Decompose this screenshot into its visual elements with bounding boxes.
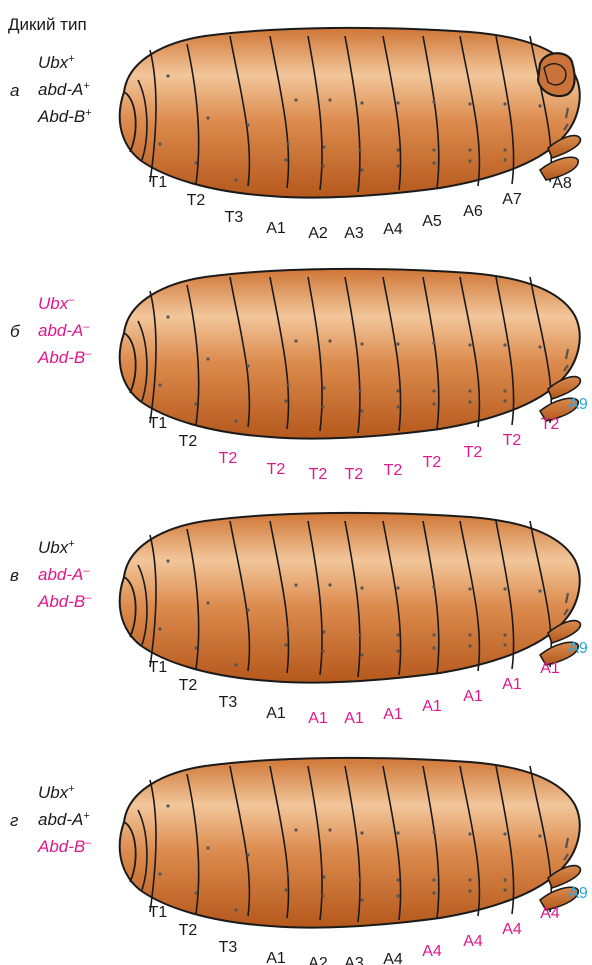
- segment-label: A1: [540, 660, 560, 677]
- gene-label: Ubx+: [38, 53, 75, 72]
- segment-label: T2: [179, 677, 198, 694]
- panel-letter: а: [10, 81, 19, 100]
- segment-label: A4: [422, 943, 442, 960]
- gene-label: Ubx–: [38, 294, 75, 313]
- segment-label: A4: [463, 933, 483, 950]
- segment-label: T1: [149, 415, 168, 432]
- segment-label: T3: [219, 939, 238, 956]
- gene-label: Abd-B–: [37, 348, 92, 367]
- segment-label: T2: [503, 432, 522, 449]
- segment-label: A1: [463, 688, 483, 705]
- segment-label: A9: [568, 885, 588, 902]
- segment-label: T1: [149, 904, 168, 921]
- segment-label: A1: [422, 698, 442, 715]
- segment-label: A1: [344, 710, 364, 727]
- panel-letter: г: [10, 811, 18, 830]
- segment-label: A2: [308, 955, 328, 965]
- segment-label: A3: [344, 955, 364, 965]
- segment-label: A5: [422, 213, 442, 230]
- segment-label: A2: [308, 225, 328, 242]
- segment-label: A4: [540, 905, 560, 922]
- segment-label: A1: [502, 676, 522, 693]
- segment-label: A1: [266, 950, 286, 965]
- panel-letter: б: [10, 322, 21, 341]
- gene-label: Abd-B–: [37, 592, 92, 611]
- larva-illustration: [120, 513, 581, 683]
- segment-label: T2: [267, 461, 286, 478]
- segment-label: T2: [179, 922, 198, 939]
- segment-label: T2: [464, 444, 483, 461]
- segment-label: T2: [309, 466, 328, 483]
- gene-label: Ubx+: [38, 783, 75, 802]
- segment-label: A1: [266, 705, 286, 722]
- segment-label: A3: [344, 225, 364, 242]
- gene-label: abd-A+: [38, 80, 90, 99]
- gene-label: abd-A–: [38, 321, 90, 340]
- segment-label: T3: [219, 694, 238, 711]
- segment-label: T1: [149, 659, 168, 676]
- segment-label: A4: [383, 951, 403, 965]
- panel-letter: в: [10, 566, 19, 585]
- gene-label: Abd-B+: [37, 107, 92, 126]
- segment-label: T2: [541, 416, 560, 433]
- larva-illustration: [120, 28, 581, 198]
- segment-label: T2: [384, 462, 403, 479]
- segment-label: T2: [219, 450, 238, 467]
- segment-label: A4: [383, 221, 403, 238]
- segment-label: A4: [502, 921, 522, 938]
- segment-label: T2: [187, 192, 206, 209]
- segment-label: A9: [568, 396, 588, 413]
- segment-label: A1: [383, 706, 403, 723]
- gene-label: Ubx+: [38, 538, 75, 557]
- segment-label: T2: [179, 433, 198, 450]
- gene-label: abd-A+: [38, 810, 90, 829]
- segment-label: A6: [463, 203, 483, 220]
- segment-label: A7: [502, 191, 522, 208]
- segment-label: T3: [225, 209, 244, 226]
- segment-label: A1: [308, 710, 328, 727]
- segment-label: T2: [345, 466, 364, 483]
- segment-label: A1: [266, 220, 286, 237]
- larva-illustration: [120, 269, 581, 439]
- segment-label: A9: [568, 640, 588, 657]
- segment-label: A8: [552, 175, 572, 192]
- segment-label: T1: [149, 174, 168, 191]
- gene-label: Abd-B–: [37, 837, 92, 856]
- gene-label: abd-A–: [38, 565, 90, 584]
- segment-label: T2: [423, 454, 442, 471]
- heading: Дикий тип: [8, 15, 87, 34]
- larva-illustration: [120, 758, 581, 928]
